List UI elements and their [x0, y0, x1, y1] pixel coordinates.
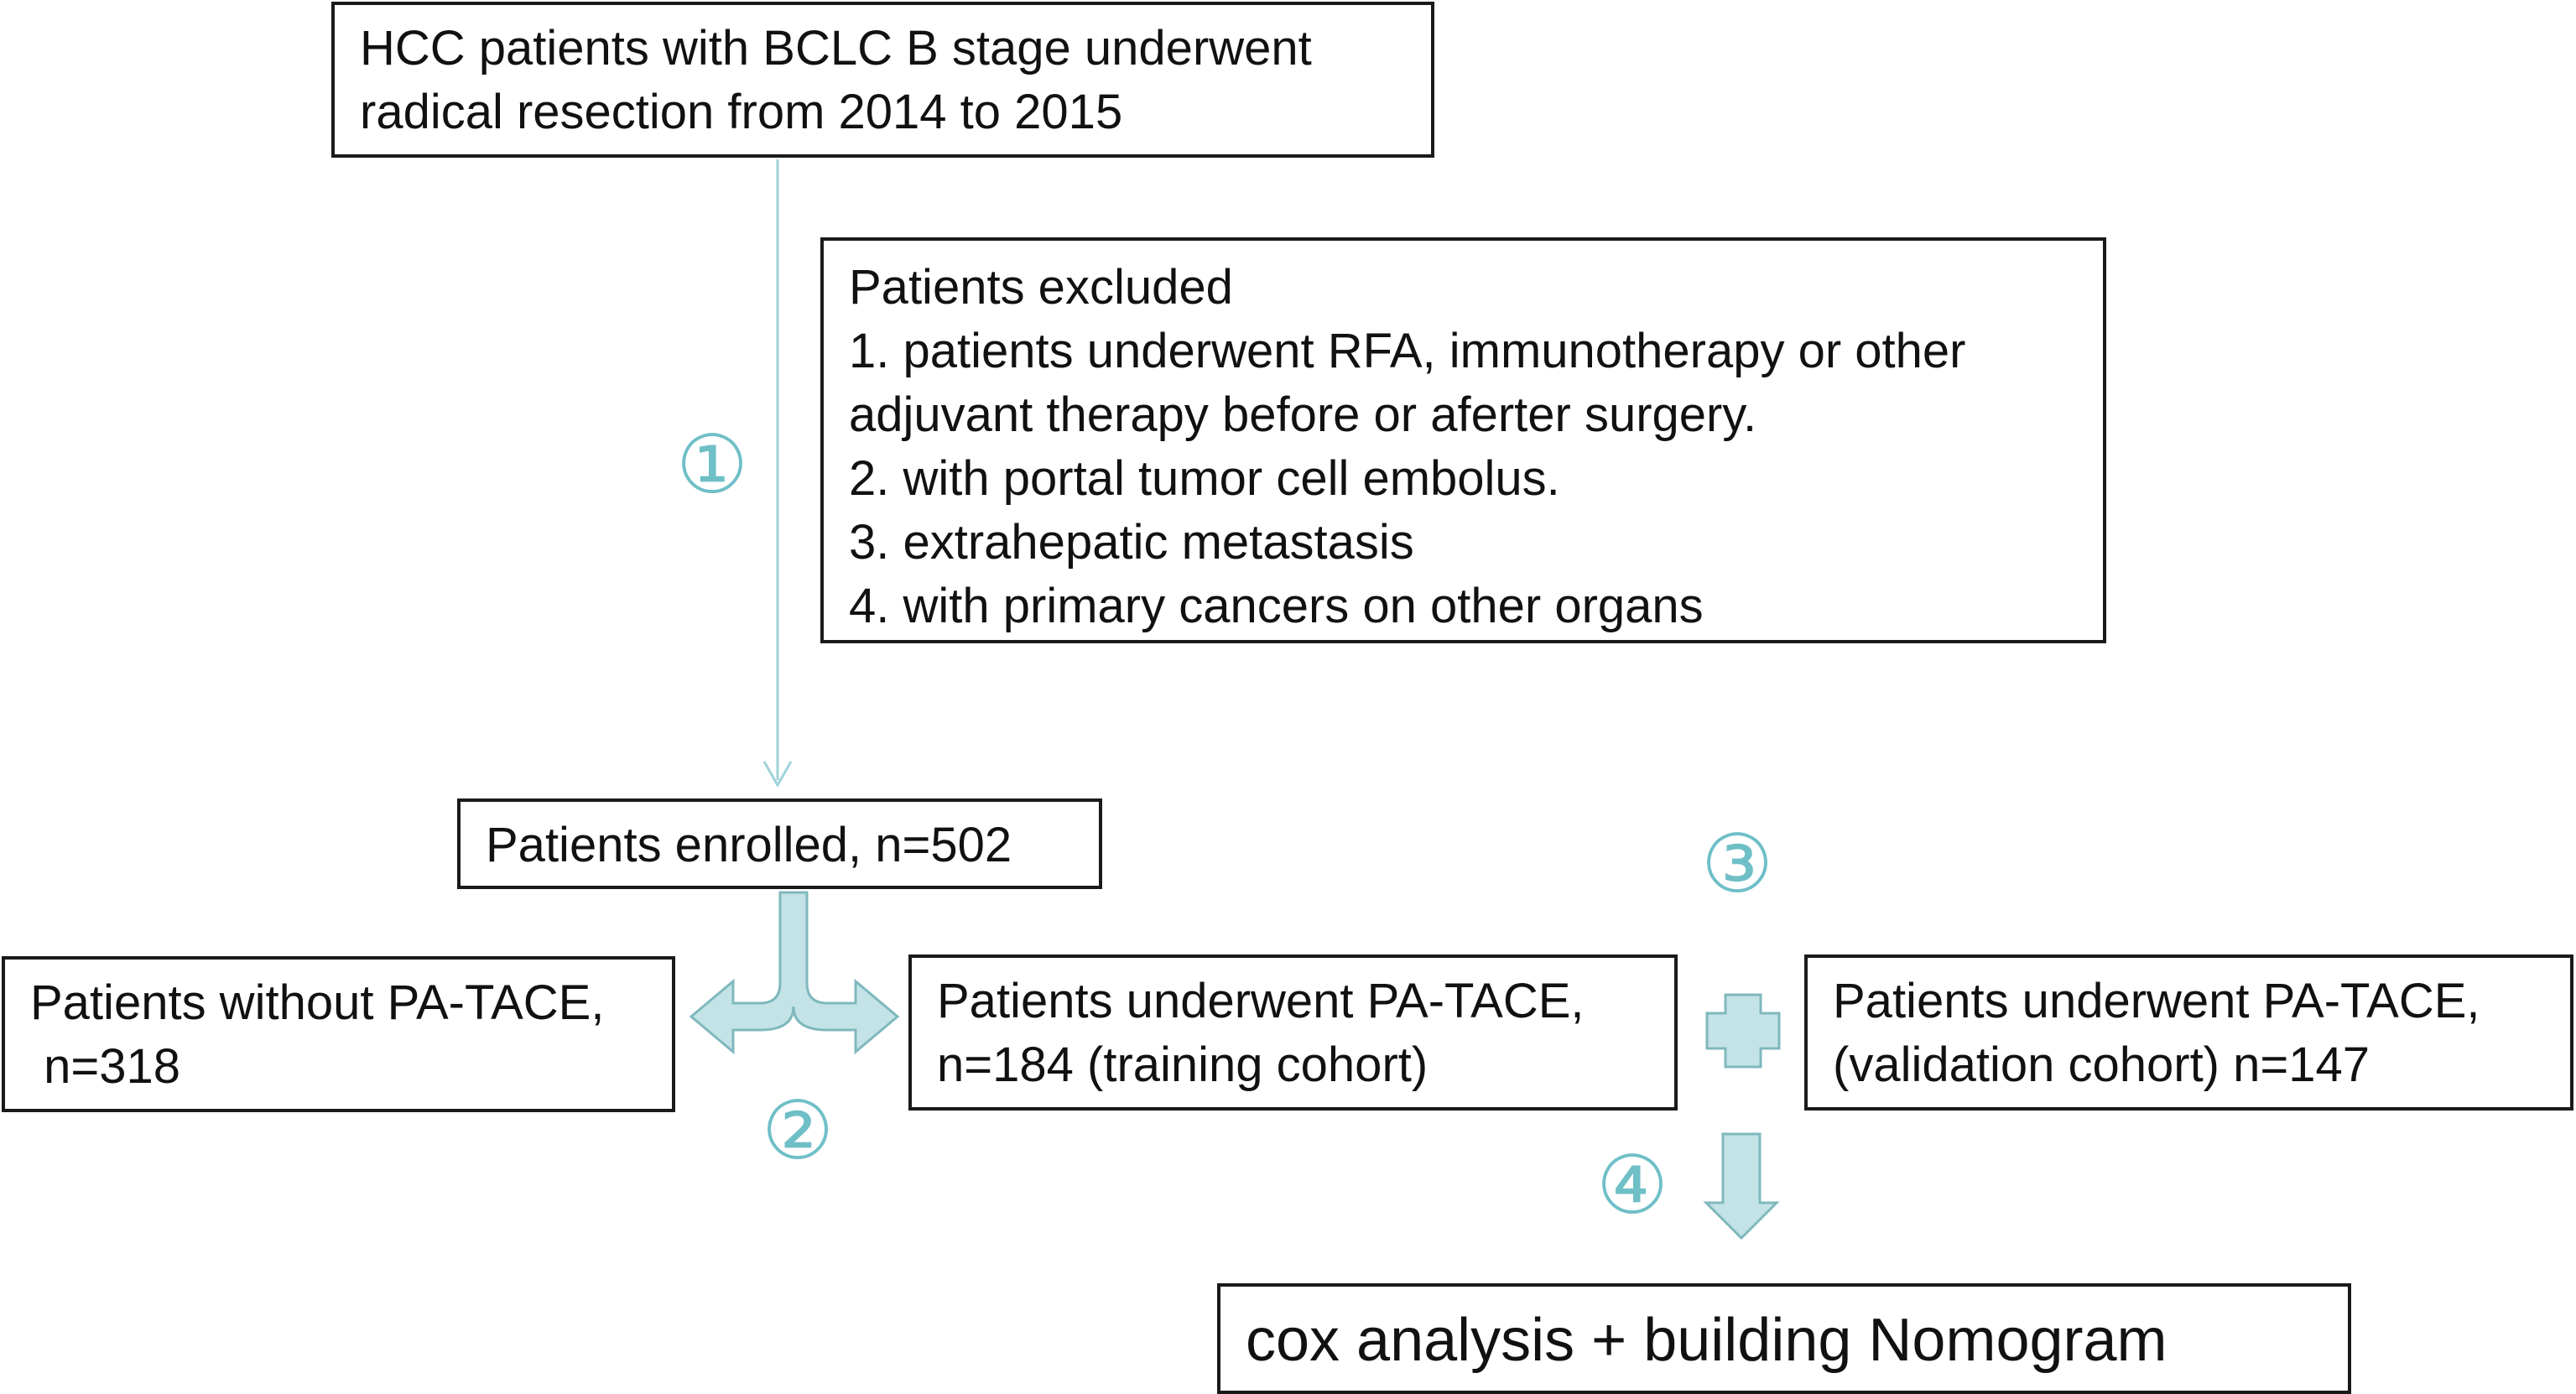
exclusion-line-4: 3. extrahepatic metastasis	[849, 515, 1414, 570]
exclusion-line-2: adjuvant therapy before or aferter surge…	[849, 388, 1757, 442]
step-number-2: ②	[762, 1084, 835, 1178]
exclusion-line-3: 2. with portal tumor cell embolus.	[849, 451, 1560, 506]
nomogram-box: cox analysis + building Nomogram	[1217, 1283, 2351, 1394]
enrolled-text: Patients enrolled, n=502	[486, 818, 1012, 872]
exclusion-criteria-box: Patients excluded 1. patients underwent …	[820, 237, 2106, 643]
validation-line-2: (validation cohort) n=147	[1833, 1038, 2370, 1092]
step-number-3: ③	[1701, 817, 1774, 911]
arrow-source-to-enrolled	[762, 159, 793, 788]
training-line-1: Patients underwent PA-TACE,	[937, 974, 1585, 1028]
split-arrow	[689, 891, 900, 1055]
down-arrow	[1703, 1132, 1780, 1241]
source-line-2: radical resection from 2014 to 2015	[360, 85, 1123, 139]
training-cohort-box: Patients underwent PA-TACE, n=184 (train…	[908, 954, 1678, 1111]
without-pa-tace-box: Patients without PA-TACE, n=318	[2, 956, 675, 1112]
source-line-1: HCC patients with BCLC B stage underwent	[360, 21, 1312, 75]
exclusion-line-5: 4. with primary cancers on other organs	[849, 579, 1704, 633]
validation-line-1: Patients underwent PA-TACE,	[1833, 974, 2480, 1028]
nomogram-text: cox analysis + building Nomogram	[1246, 1307, 2167, 1374]
exclusion-line-1: 1. patients underwent RFA, immunotherapy…	[849, 324, 1966, 378]
validation-cohort-box: Patients underwent PA-TACE, (validation …	[1804, 954, 2573, 1111]
step-number-1: ①	[676, 418, 749, 512]
source-population-box: HCC patients with BCLC B stage underwent…	[331, 2, 1434, 158]
plus-sign	[1705, 993, 1781, 1069]
enrolled-box: Patients enrolled, n=502	[457, 798, 1102, 889]
without-line-1: Patients without PA-TACE,	[30, 975, 605, 1030]
training-line-2: n=184 (training cohort)	[937, 1038, 1429, 1092]
step-number-4: ④	[1596, 1138, 1669, 1232]
without-line-2: n=318	[30, 1039, 181, 1094]
exclusion-title: Patients excluded	[849, 260, 1233, 315]
